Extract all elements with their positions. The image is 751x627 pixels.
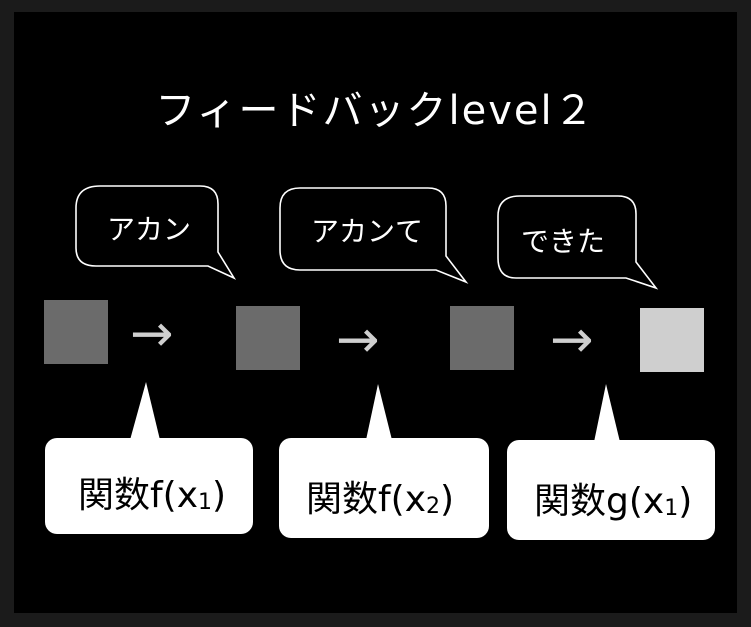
speech-bubble-1 xyxy=(75,185,237,280)
state-square-3 xyxy=(450,306,514,370)
function-callout-1 xyxy=(45,382,253,534)
state-square-1 xyxy=(44,300,108,364)
state-square-4 xyxy=(640,308,704,372)
bubble-text-1: アカン xyxy=(107,213,192,246)
function-label-3: 関数g(x1) xyxy=(534,481,693,522)
speech-bubble-2 xyxy=(279,187,469,284)
bubble-text-3: できた xyxy=(521,225,606,258)
function-callout-2 xyxy=(279,384,489,538)
diagram-title: フィードバックlevel２ xyxy=(155,88,596,134)
speech-bubble-3 xyxy=(497,195,659,290)
right-arrow-icon: → xyxy=(550,310,594,370)
bubble-text-2: アカンて xyxy=(311,215,424,248)
function-label-2: 関数f(x2) xyxy=(306,479,455,520)
function-callout-3 xyxy=(507,384,715,540)
right-arrow-icon: → xyxy=(130,304,174,364)
state-square-2 xyxy=(236,306,300,370)
right-arrow-icon: → xyxy=(336,310,380,370)
function-label-1: 関数f(x1) xyxy=(78,475,227,516)
